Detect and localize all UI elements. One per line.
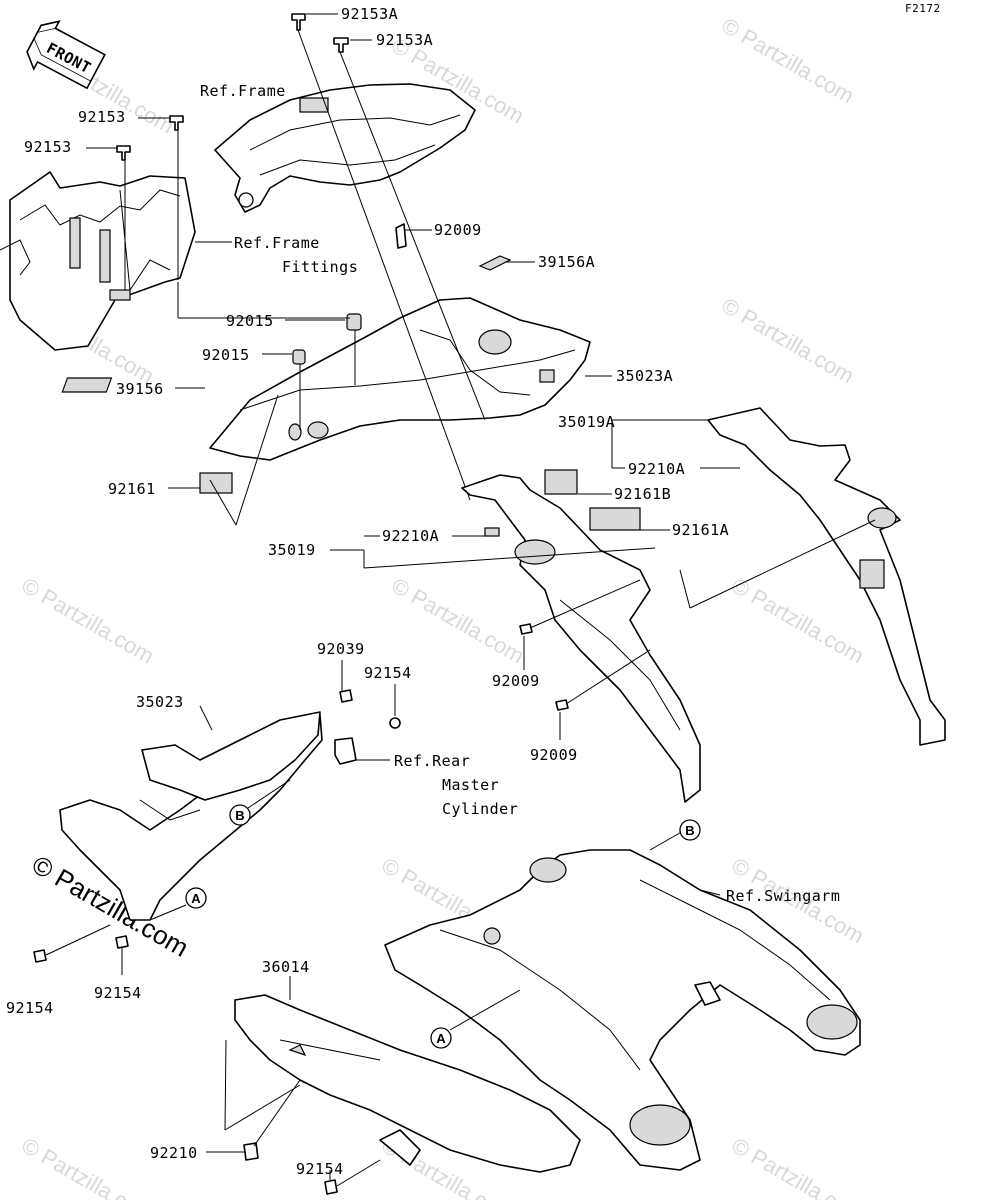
label-92153-b: 92153 [24, 138, 72, 156]
label-92015-a: 92015 [226, 312, 274, 330]
chain-cover-36014 [33, 935, 581, 1195]
chain-guard-35023 [59, 689, 401, 921]
frame-top [214, 83, 476, 213]
pad-92161A [589, 507, 641, 531]
label-35023A: 35023A [616, 367, 673, 385]
label-ref-rear-1: Ref.Rear [394, 752, 470, 770]
bolts-top [116, 13, 349, 161]
watermark: © Partzilla.com [718, 13, 859, 109]
watermark: © Partzilla.com [718, 293, 859, 389]
label-92153A-1: 92153A [341, 5, 398, 23]
label-ref-swingarm: Ref.Swingarm [726, 887, 840, 905]
label-92153A-2: 92153A [376, 31, 433, 49]
figure-code: F2172 [905, 2, 941, 15]
bolts-mid [519, 579, 651, 711]
label-92153-a: 92153 [78, 108, 126, 126]
label-39156A: 39156A [538, 253, 595, 271]
label-92161B: 92161B [614, 485, 671, 503]
pad-39156A [478, 255, 512, 271]
watermark: © Partzilla.com [728, 1133, 869, 1200]
label-92161A: 92161A [672, 521, 729, 539]
label-92015-b: 92015 [202, 346, 250, 364]
label-92154-l1: 92154 [6, 999, 54, 1017]
callout-a-2-label: A [436, 1031, 446, 1046]
watermark: © Partzilla.com [18, 1133, 159, 1200]
pad-39156 [61, 377, 113, 393]
label-ref-frame-fittings-1: Ref.Frame [234, 234, 320, 252]
label-ref-rear-3: Cylinder [442, 800, 518, 818]
collar-92015-b [292, 349, 306, 365]
swingarm [384, 849, 861, 1171]
watermark: © Partzilla.com [728, 573, 869, 669]
collar-92015-a [346, 313, 362, 331]
callouts: B A B A [185, 804, 701, 1049]
callout-b-2 [679, 819, 701, 841]
label-92039: 92039 [317, 640, 365, 658]
label-35023: 35023 [136, 693, 184, 711]
label-92009-low: 92009 [530, 746, 578, 764]
label-39156: 39156 [116, 380, 164, 398]
label-36014: 36014 [262, 958, 310, 976]
label-35019A: 35019A [558, 413, 615, 431]
label-92154-bot: 92154 [296, 1160, 344, 1178]
label-92009-mid: 92009 [492, 672, 540, 690]
callout-a-2 [430, 1027, 452, 1049]
pad-92161 [199, 472, 233, 494]
frame-fittings [0, 171, 196, 351]
label-92210: 92210 [150, 1144, 198, 1162]
watermark: © Partzilla.com [18, 573, 159, 669]
callout-b-1 [229, 804, 251, 826]
part-labels: 92153A 92153A Ref.Frame 92153 92153 Ref.… [6, 5, 840, 1178]
label-92210A-mid: 92210A [382, 527, 439, 545]
callout-a-1 [185, 887, 207, 909]
label-92154-l2: 92154 [94, 984, 142, 1002]
watermark: © Partzilla.com [388, 573, 529, 669]
seat-cowl-35023A [209, 297, 591, 461]
label-92009-top: 92009 [434, 221, 482, 239]
bracket-35019A [679, 407, 946, 746]
label-leaders [45, 13, 740, 1187]
bracket-35019 [461, 474, 701, 803]
small-parts [61, 223, 641, 531]
label-ref-rear-2: Master [442, 776, 499, 794]
label-92210A-top: 92210A [628, 460, 685, 478]
callout-a-1-label: A [191, 891, 201, 906]
callout-b-2-label: B [685, 823, 694, 838]
label-ref-frame-fittings-2: Fittings [282, 258, 358, 276]
label-35019: 35019 [268, 541, 316, 559]
guide-lines [124, 29, 486, 526]
pad-92161B [544, 469, 578, 495]
label-92154-top: 92154 [364, 664, 412, 682]
callout-b-1-label: B [235, 808, 244, 823]
label-ref-frame: Ref.Frame [200, 82, 286, 100]
label-92161: 92161 [108, 480, 156, 498]
bolt-92009-top [395, 223, 407, 249]
